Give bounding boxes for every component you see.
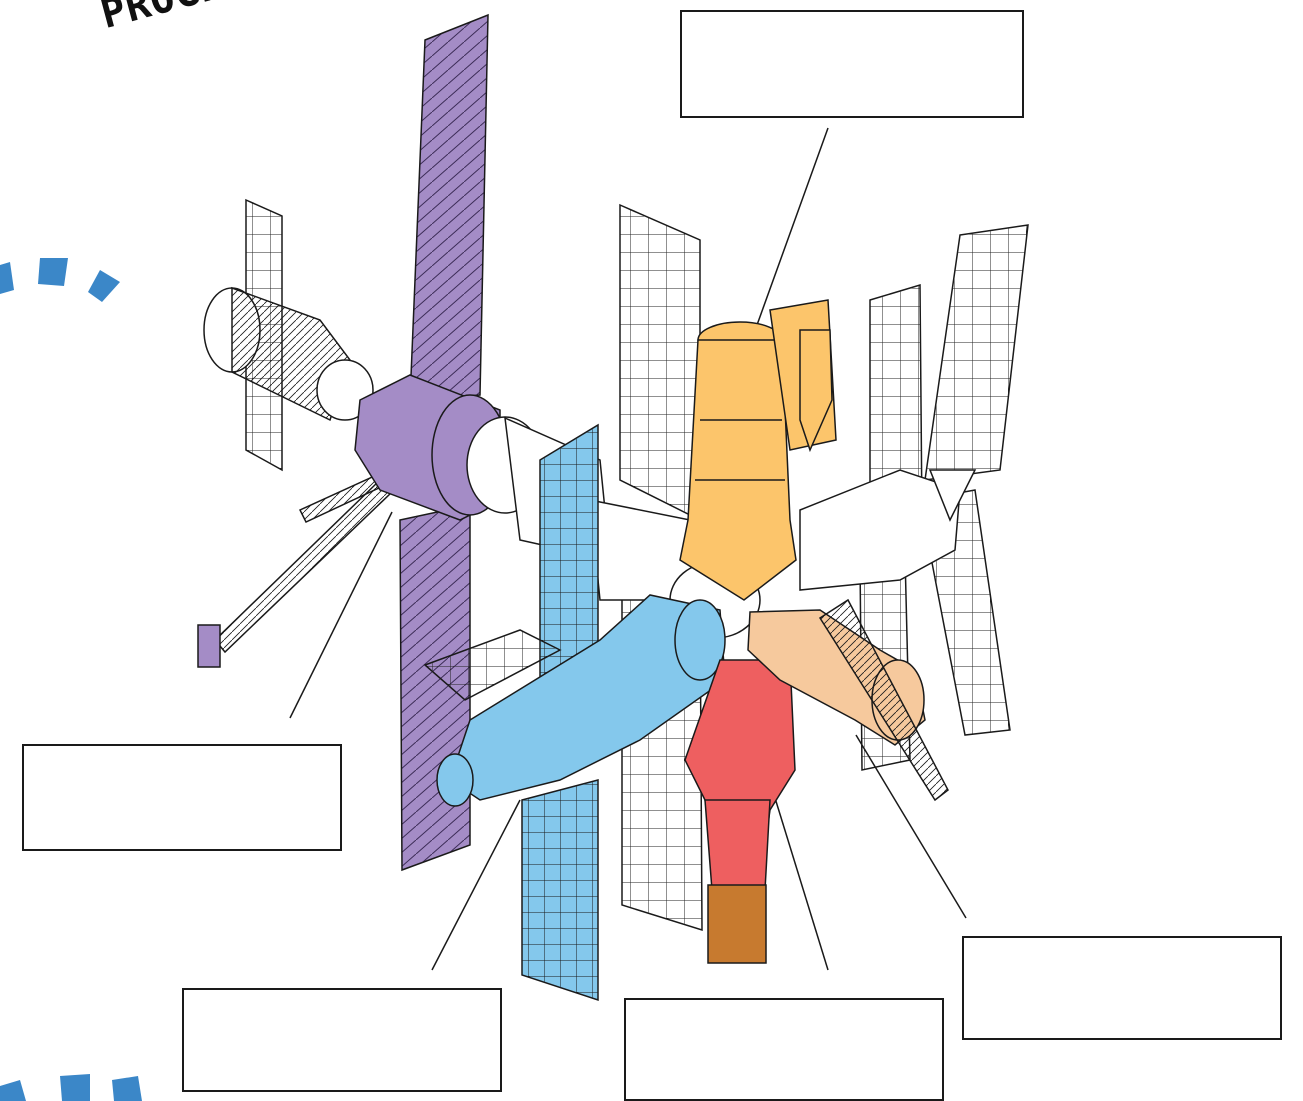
leader-lines: [289, 127, 967, 971]
white-right-module: [799, 469, 977, 591]
dash-arc-bottom: [0, 1074, 142, 1101]
soyuz-left-module: [203, 198, 374, 472]
red-module: [684, 659, 796, 902]
dash-arc-top: [0, 258, 120, 302]
peach-module: [747, 598, 949, 802]
label-box-bottom-center[interactable]: [624, 998, 944, 1101]
label-box-bottom-left[interactable]: [182, 988, 502, 1092]
label-box-left[interactable]: [22, 744, 342, 851]
label-box-top[interactable]: [680, 10, 1024, 118]
label-box-right[interactable]: [962, 936, 1282, 1040]
brown-module: [707, 884, 767, 964]
yellow-module: [679, 299, 837, 601]
blue-module: [436, 594, 726, 807]
blue-solar-array: [423, 423, 599, 1002]
boom-truss: [197, 466, 397, 668]
